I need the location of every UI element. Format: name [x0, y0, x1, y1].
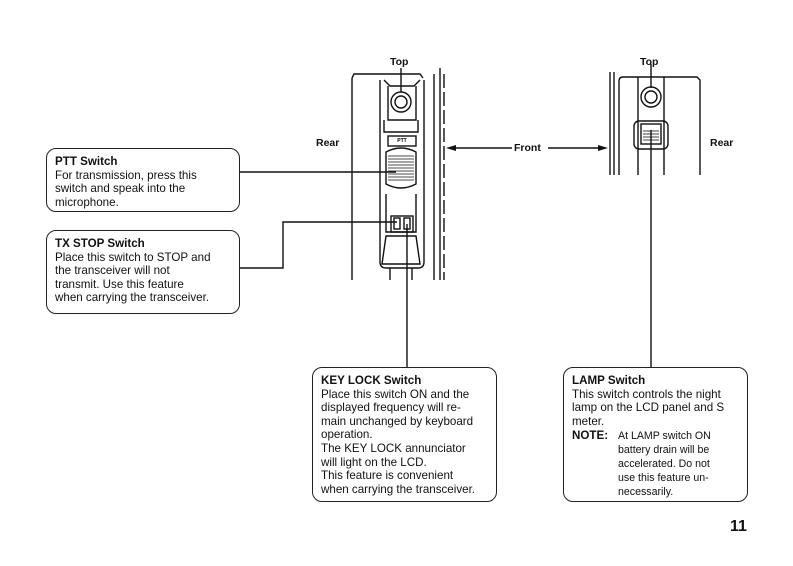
note-line: battery drain will be [618, 444, 710, 457]
callout-body: Place this switch ON and the displayed f… [321, 388, 488, 497]
callout-line: This feature is convenient [321, 469, 454, 483]
front-label: Front [514, 142, 541, 154]
callout-line: lamp on the LCD panel and S [572, 401, 725, 415]
callout-line: switch and speak into the [55, 182, 186, 196]
callout-line: transmit. Use this feature [55, 277, 184, 291]
right-device-illustration [609, 72, 701, 175]
callout-line: For transmission, press this [55, 168, 197, 182]
lamp-note: NOTE: At LAMP switch ON battery drain wi… [572, 429, 739, 499]
callout-line: Place this switch to STOP and [55, 250, 211, 264]
callout-line: will light on the LCD. [321, 455, 427, 469]
top-label-right: Top [640, 56, 659, 68]
ptt-device-label: PTT [397, 138, 406, 144]
arrow-right-head [598, 145, 608, 151]
callout-body: Place this switch to STOP and the transc… [55, 251, 231, 305]
rear-label-left: Rear [316, 137, 340, 149]
callout-line: when carrying the transceiver. [321, 482, 476, 496]
callout-line: The KEY LOCK annunciator [321, 441, 466, 455]
callout-line: microphone. [55, 195, 119, 209]
lamp-switch-callout: LAMP Switch This switch controls the nig… [563, 367, 748, 502]
page-number: 11 [730, 518, 747, 535]
note-line: necessarily. [618, 486, 674, 499]
callout-title: LAMP Switch [572, 374, 646, 387]
callout-line: displayed frequency will re- [321, 401, 461, 415]
callout-title: KEY LOCK Switch [321, 374, 422, 387]
tx-stop-switch-callout: TX STOP Switch Place this switch to STOP… [46, 230, 240, 314]
note-text: At LAMP switch ON battery drain will be … [618, 429, 711, 499]
callout-line: meter. [572, 414, 605, 428]
top-label-left: Top [390, 56, 409, 68]
callout-body: For transmission, press this switch and … [55, 169, 231, 210]
ptt-switch-callout: PTT Switch For transmission, press this … [46, 148, 240, 212]
note-label: NOTE: [572, 429, 609, 443]
key-lock-switch-callout: KEY LOCK Switch Place this switch ON and… [312, 367, 497, 502]
callout-line: This switch controls the night [572, 387, 721, 401]
left-device-illustration [351, 68, 445, 280]
rear-label-right: Rear [710, 137, 734, 149]
callout-body: This switch controls the night lamp on t… [572, 388, 739, 429]
callout-line: when carrying the transceiver. [55, 291, 210, 305]
callout-line: operation. [321, 428, 373, 442]
callout-line: main unchanged by keyboard [321, 414, 474, 428]
arrow-left-head [446, 145, 456, 151]
callout-line: Place this switch ON and the [321, 387, 470, 401]
note-line: use this feature un- [618, 472, 709, 485]
callout-line: the transceiver will not [55, 264, 170, 278]
callout-title: PTT Switch [55, 155, 118, 168]
note-line: accelerated. Do not [618, 458, 710, 471]
note-line: At LAMP switch ON [618, 430, 711, 443]
callout-title: TX STOP Switch [55, 237, 145, 250]
